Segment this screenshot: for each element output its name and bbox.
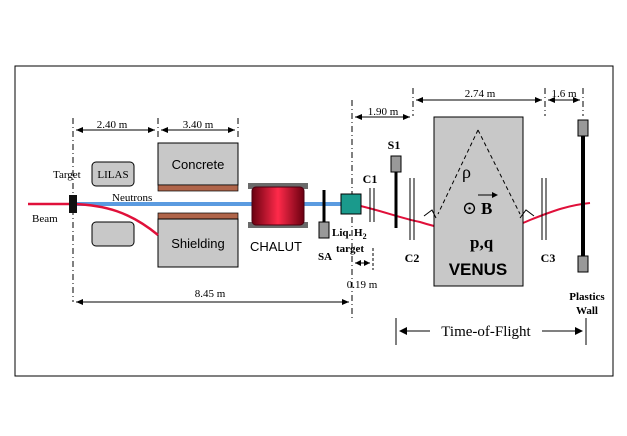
tof-label: Time-of-Flight xyxy=(441,324,531,340)
plastics-wall xyxy=(577,119,589,273)
beam-label: Beam xyxy=(32,213,58,225)
venus-magnet xyxy=(433,116,524,287)
sa-counter xyxy=(318,190,330,239)
dimension-arrowheads xyxy=(76,97,580,305)
s1-counter xyxy=(390,155,402,228)
figure-frame xyxy=(14,65,614,377)
dim-c3-wall: 1.6 m xyxy=(551,88,577,100)
liq-h2-prefix: Liq. H xyxy=(332,227,363,239)
target-label: Target xyxy=(53,169,81,181)
tof-arrowhead-right xyxy=(575,327,583,335)
production-target xyxy=(69,195,77,213)
wall-label: Wall xyxy=(576,305,598,317)
chalut-label: CHALUT xyxy=(250,239,302,254)
venus-label: VENUS xyxy=(449,260,508,279)
liq-h2-target-label: target xyxy=(336,243,364,255)
dim-target-concrete: 2.40 m xyxy=(97,119,128,131)
c3-label: C3 xyxy=(541,251,556,265)
tof-arrowhead-left xyxy=(399,327,407,335)
c2-label: C2 xyxy=(405,251,420,265)
liq-h2-target xyxy=(340,193,362,215)
dim-target-liqh2: 8.45 m xyxy=(195,288,226,300)
c1-label: C1 xyxy=(363,172,378,186)
concrete-plate xyxy=(157,184,239,192)
b-field-letter: B xyxy=(481,199,492,218)
b-field-symbol: ⊙ xyxy=(462,198,477,218)
chalut-magnet xyxy=(248,183,308,228)
shielding-plate xyxy=(157,212,239,220)
rho-label: ρ xyxy=(462,162,471,182)
c3-chamber xyxy=(541,178,547,240)
plastics-label: Plastics xyxy=(569,291,605,303)
liq-h2-subscript: 2 xyxy=(363,232,367,241)
liq-h2-label: Liq. H2 xyxy=(332,227,367,241)
venus-rays xyxy=(437,129,521,215)
c1-chamber xyxy=(369,188,375,222)
concrete-block xyxy=(157,142,239,186)
dim-liqh2-venus: 1.90 m xyxy=(368,106,399,118)
lilas-label: LILAS xyxy=(97,169,128,181)
dim-concrete-chalut: 3.40 m xyxy=(183,119,214,131)
neutrons-label: Neutrons xyxy=(112,192,152,204)
pq-label: p,q xyxy=(470,233,494,252)
shielding-block xyxy=(157,218,239,268)
concrete-label: Concrete xyxy=(172,157,225,172)
dim-liqh2-c1: 0.19 m xyxy=(347,279,378,291)
b-field-vector-head xyxy=(492,192,498,198)
venus-field-bracket-right xyxy=(519,209,535,219)
lower-block xyxy=(91,221,135,247)
c2-chamber xyxy=(409,178,415,240)
dim-venus: 2.74 m xyxy=(465,88,496,100)
shielding-label: Shielding xyxy=(171,236,225,251)
s1-label: S1 xyxy=(388,138,401,152)
lilas-box xyxy=(91,161,135,187)
sa-label: SA xyxy=(318,251,332,263)
venus-field-bracket-left xyxy=(423,209,437,219)
